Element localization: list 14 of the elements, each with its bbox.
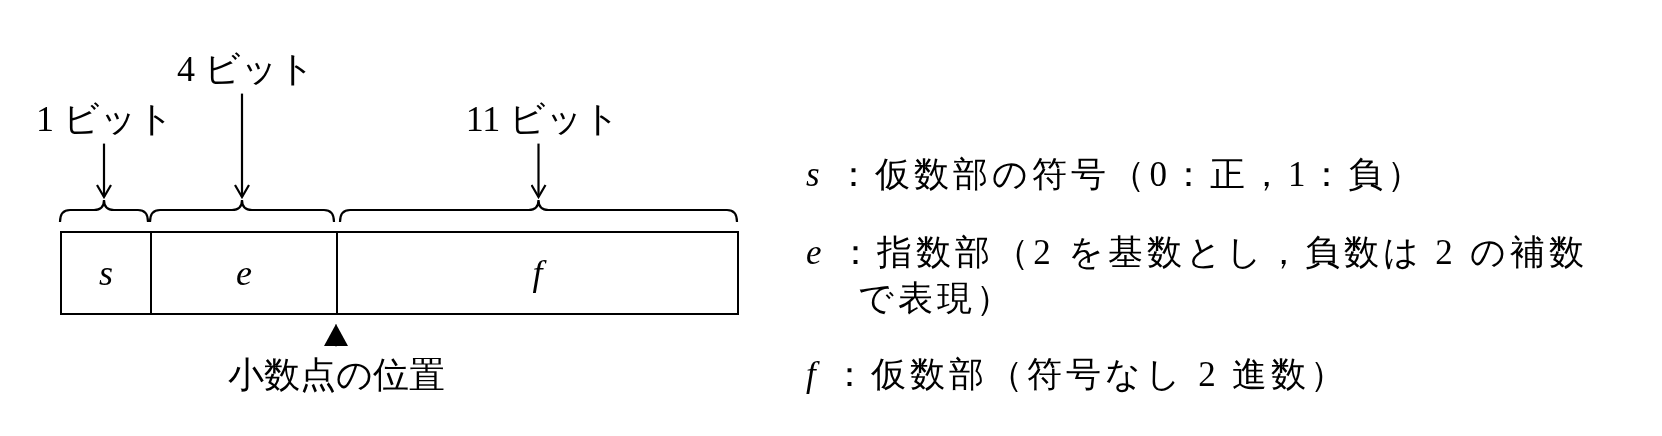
arrow	[233, 93, 251, 199]
arrow	[95, 143, 113, 199]
field-description: e ：指数部（2 を基数とし，負数は 2 の補数で表現）	[806, 232, 1589, 320]
bit-width-label: 11 ビット	[465, 100, 621, 140]
field-cell: f	[336, 231, 739, 315]
pointer-arrow	[324, 323, 348, 348]
point-position-label: 小数点の位置	[227, 356, 445, 396]
bit-width-label: 4 ビット	[177, 50, 315, 90]
field-cell: s	[60, 231, 152, 315]
field-description: f ：仮数部（符号なし 2 進数）	[806, 354, 1351, 396]
field-cell: e	[150, 231, 338, 315]
bit-width-label: 1 ビット	[36, 100, 174, 140]
field-description: s ：仮数部の符号（0：正，1：負）	[806, 154, 1428, 196]
arrow	[530, 143, 547, 199]
